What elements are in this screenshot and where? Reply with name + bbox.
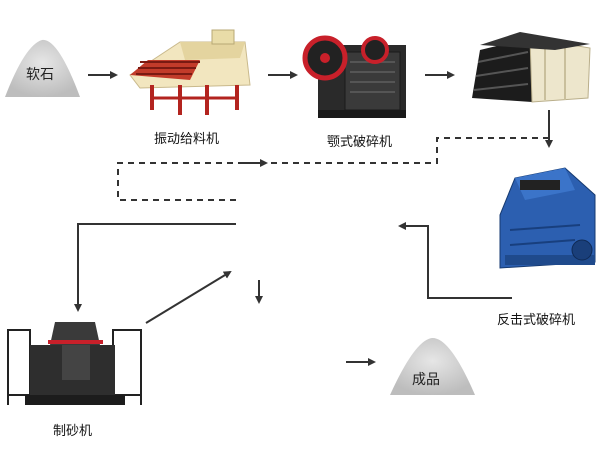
label-sand-maker: 制砂机 [53, 424, 93, 439]
stone-pile-icon [5, 39, 80, 97]
label-product: 成品 [412, 372, 440, 388]
vibrating-feeder-icon [129, 29, 251, 115]
arrow-impact-return [398, 222, 512, 299]
label-raw-stone: 软石 [26, 67, 54, 83]
impact-crusher-icon [499, 167, 596, 269]
label-impact-crusher: 反击式破碎机 [497, 313, 576, 328]
label-vibrating-feeder: 振动给料机 [154, 132, 220, 147]
product-pile-icon [390, 337, 475, 395]
vibrating-screen-icon [472, 32, 591, 103]
jaw-crusher-icon [302, 35, 406, 118]
label-jaw-crusher: 颚式破碎机 [327, 135, 393, 150]
arrow-screen-recirculation [117, 137, 549, 201]
arrow-to-sand-maker [74, 223, 236, 312]
sand-maker-icon [7, 322, 142, 405]
arrow-sand-maker-return [145, 270, 232, 324]
